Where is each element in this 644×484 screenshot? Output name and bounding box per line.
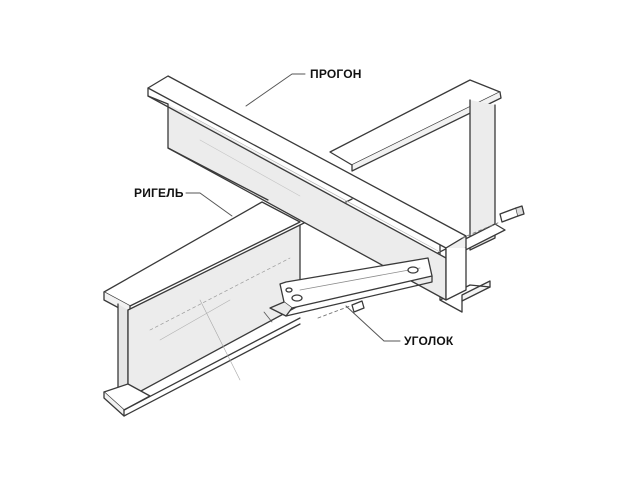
angle-bracket: [269, 257, 433, 317]
bolt: [461, 205, 525, 239]
nut: [317, 300, 365, 319]
angle-label: УГОЛОК: [404, 334, 454, 348]
bolt-hole: [285, 287, 293, 293]
girder-leader-line: [185, 192, 233, 217]
purlin-channel: [147, 75, 467, 301]
girder-i-beam: [103, 79, 506, 417]
purlin-label: ПРОГОН: [310, 67, 362, 81]
bolt-hole: [407, 266, 419, 274]
angle-leader-line: [345, 305, 401, 342]
bolt-hole: [291, 294, 303, 302]
girder-label: РИГЕЛЬ: [134, 186, 184, 200]
purlin-leader-line: [245, 73, 306, 107]
